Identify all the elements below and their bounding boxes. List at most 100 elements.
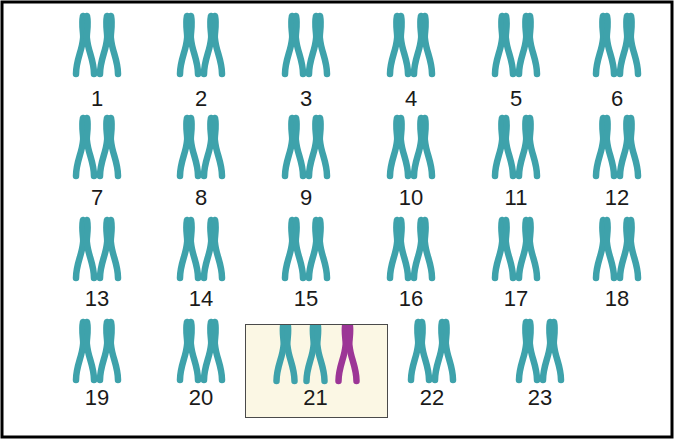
chromosome-number: 16 [399, 288, 423, 310]
chromatid [506, 118, 513, 176]
chromosome [309, 16, 327, 74]
chromatid [100, 220, 107, 278]
chromatid [309, 16, 316, 74]
chromatid [596, 118, 603, 176]
chromatid [631, 16, 638, 74]
chromosome [76, 220, 94, 278]
chromosome [285, 220, 303, 278]
chromatid [414, 118, 421, 176]
chromosome [519, 118, 537, 176]
chromatid [204, 322, 211, 380]
chromosome [306, 325, 324, 381]
chromosome-number: 21 [303, 387, 327, 409]
chromosome-number: 20 [189, 387, 213, 409]
chromosome [76, 118, 94, 176]
chromosome [495, 16, 513, 74]
chromatid [401, 220, 408, 278]
chromatid [320, 16, 327, 74]
chromosome [309, 118, 327, 176]
chromatid [180, 118, 187, 176]
chromosome [596, 16, 614, 74]
chromosome [76, 322, 94, 380]
chromosome-number: 7 [91, 187, 103, 209]
chromatid [435, 322, 442, 380]
chromosome-number: 23 [528, 387, 552, 409]
chromatid [87, 220, 94, 278]
chromosome [204, 16, 222, 74]
chromatid [446, 322, 453, 380]
chromatid [422, 322, 429, 380]
chromatid [349, 325, 356, 381]
chromatid [180, 220, 187, 278]
chromatid [530, 118, 537, 176]
chromatid [411, 322, 418, 380]
chromatid [111, 118, 118, 176]
chromosome [414, 16, 432, 74]
chromatid [495, 16, 502, 74]
chromatid [320, 220, 327, 278]
chromosome-number: 8 [195, 187, 207, 209]
chromatid [506, 220, 513, 278]
chromosome [620, 16, 638, 74]
chromatid [111, 220, 118, 278]
chromatid [100, 118, 107, 176]
chromatid [620, 118, 627, 176]
chromatid [285, 118, 292, 176]
chromosome [411, 322, 429, 380]
chromatid [215, 118, 222, 176]
chromatid [506, 16, 513, 74]
chromosome-number: 15 [294, 288, 318, 310]
chromosome [596, 220, 614, 278]
chromatid [296, 16, 303, 74]
chromatid [100, 322, 107, 380]
chromosome [390, 220, 408, 278]
chromatid [320, 118, 327, 176]
chromatid [530, 220, 537, 278]
chromosome [204, 118, 222, 176]
chromosome [204, 322, 222, 380]
chromatid [390, 220, 397, 278]
chromatid [607, 16, 614, 74]
chromatid [596, 16, 603, 74]
chromatid [620, 16, 627, 74]
chromosome [543, 322, 561, 380]
chromosome [390, 118, 408, 176]
chromatid [620, 220, 627, 278]
chromosome [285, 16, 303, 74]
chromatid [495, 118, 502, 176]
chromatid [414, 16, 421, 74]
chromatid [296, 118, 303, 176]
chromatid [215, 16, 222, 74]
chromatid [191, 118, 198, 176]
chromatid [519, 220, 526, 278]
chromatid [76, 220, 83, 278]
chromosome-number: 4 [405, 88, 417, 110]
chromosome [435, 322, 453, 380]
chromosome [100, 118, 118, 176]
chromosome [414, 220, 432, 278]
chromatid [191, 322, 198, 380]
chromatid [530, 16, 537, 74]
chromatid [596, 220, 603, 278]
chromatid [306, 325, 313, 381]
chromosome [338, 325, 356, 381]
highlight-box: 21 [245, 324, 388, 418]
chromosome [414, 118, 432, 176]
chromosome-number: 3 [300, 88, 312, 110]
chromatid [309, 118, 316, 176]
chromatid [519, 322, 526, 380]
chromosome [390, 16, 408, 74]
chromatid [414, 220, 421, 278]
chromosome-number: 11 [505, 187, 528, 209]
chromatid [180, 322, 187, 380]
chromatid [401, 118, 408, 176]
chromosome-number: 2 [195, 88, 207, 110]
chromatid [204, 118, 211, 176]
chromosome [495, 118, 513, 176]
chromatid [204, 220, 211, 278]
chromatid [425, 118, 432, 176]
chromatid [543, 322, 550, 380]
chromatid [204, 16, 211, 74]
chromosome [285, 118, 303, 176]
